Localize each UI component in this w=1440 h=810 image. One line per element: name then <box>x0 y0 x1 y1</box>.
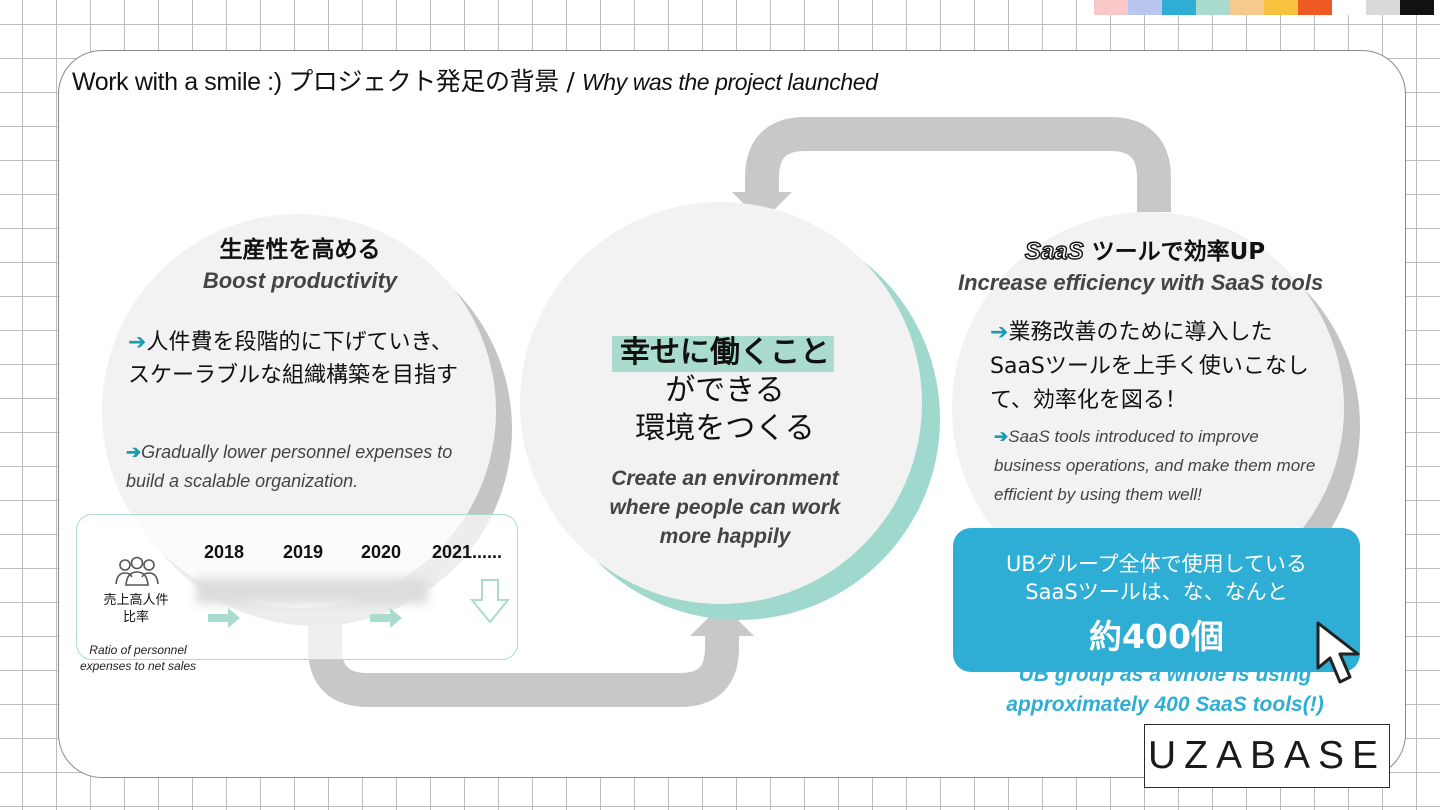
ratio-label-jp-line2: 比率 <box>122 610 149 625</box>
right-arrow-icon <box>208 608 240 628</box>
title-english: Work with a smile :) <box>72 68 289 96</box>
callout-jp-lines: UBグループ全体で使用している SaaSツールは、な、なんと <box>953 550 1360 606</box>
right-en-text: SaaS tools introduced to improve busines… <box>994 427 1316 504</box>
center-jp-line1: 幸せに働くこと <box>620 335 830 370</box>
center-jp-line2: ができる <box>665 373 785 408</box>
teal-arrow-icon: ➔ <box>990 320 1009 345</box>
blurred-ratio-values <box>196 578 428 604</box>
left-circle-title: 生産性を高める <box>219 237 381 263</box>
bottom-cycle-arrowhead <box>690 604 754 636</box>
left-circle-subtitle: Boost productivity <box>202 268 398 293</box>
left-circle-en-body: ➔Gradually lower personnel expenses to b… <box>126 438 476 496</box>
callout-jp-line1: UBグループ全体で使用している <box>1006 552 1307 576</box>
right-circle-title: SaaS ツールで効率UP <box>990 232 1300 266</box>
color-swatch <box>1196 0 1230 15</box>
year-label: 2018 <box>204 542 245 562</box>
top-cycle-arrow <box>745 117 1171 212</box>
color-swatch <box>1298 0 1332 15</box>
color-swatch-strip <box>1094 0 1434 15</box>
saas-count-callout <box>953 528 1360 672</box>
center-highlight <box>612 336 834 372</box>
center-circle-en: Create an environment where people can w… <box>609 467 841 548</box>
ratio-label-jp: 売上高人件比率 <box>82 592 190 626</box>
year-label: 2021...... <box>432 542 503 562</box>
color-swatch <box>1094 0 1128 15</box>
uzabase-logo: UZABASE <box>1144 724 1390 788</box>
callout-en: UB group as a whole is using approximate… <box>1006 663 1324 716</box>
center-circle-jp: 幸せに働くこと ができる 環境をつくる <box>560 334 890 448</box>
ratio-label-en: Ratio of personnel expenses to net sales <box>79 643 197 673</box>
bottom-cycle-arrow <box>308 620 739 707</box>
down-arrow-outline-icon <box>470 579 510 624</box>
right-title-text: ツールで効率UP <box>1091 239 1266 265</box>
right-circle-subtitle: Increase efficiency with SaaS tools <box>958 270 1324 295</box>
right-circle-en-body: ➔SaaS tools introduced to improve busine… <box>994 422 1324 509</box>
right-circle-jp-body: ➔業務改善のために導入したSaaSツールを上手く使いこなして、効率化を図る！ <box>990 316 1320 418</box>
center-jp-line3: 環境をつくる <box>635 411 815 446</box>
title-japanese: プロジェクト発足の背景 / <box>288 67 582 96</box>
callout-count: 約400個 <box>1089 617 1224 656</box>
color-swatch <box>1400 0 1434 15</box>
mouse-cursor-icon <box>1316 621 1360 684</box>
teal-arrow-icon: ➔ <box>128 330 147 355</box>
saas-logo: SaaS <box>1024 237 1084 265</box>
callout-jp-line2: SaaSツールは、な、なんと <box>1025 580 1288 604</box>
ratio-label-jp-line1: 売上高人件 <box>103 593 169 608</box>
page-title: Work with a smile :) プロジェクト発足の背景 / Why w… <box>72 62 878 98</box>
right-jp-text: 業務改善のために導入したSaaSツールを上手く使いこなして、効率化を図る！ <box>990 320 1309 413</box>
color-swatch <box>1162 0 1196 15</box>
year-label: 2019 <box>283 542 324 562</box>
left-jp-text: 人件費を段階的に下げていき、スケーラブルな組織構築を目指す <box>128 330 459 388</box>
color-swatch <box>1230 0 1264 15</box>
color-swatch <box>1332 0 1366 15</box>
year-label: 2020 <box>361 542 402 562</box>
teal-arrow-icon: ➔ <box>994 427 1009 446</box>
people-group-icon <box>115 556 159 586</box>
color-swatch <box>1128 0 1162 15</box>
color-swatch <box>1264 0 1298 15</box>
color-swatch <box>1366 0 1400 15</box>
title-english-italic: Why was the project launched <box>581 69 878 95</box>
teal-arrow-icon: ➔ <box>126 442 142 462</box>
center-circle <box>520 202 922 604</box>
left-en-text: Gradually lower personnel expenses to bu… <box>126 442 453 491</box>
left-circle-jp-body: ➔人件費を段階的に下げていき、スケーラブルな組織構築を目指す <box>128 326 458 392</box>
right-arrow-icon <box>370 608 402 628</box>
